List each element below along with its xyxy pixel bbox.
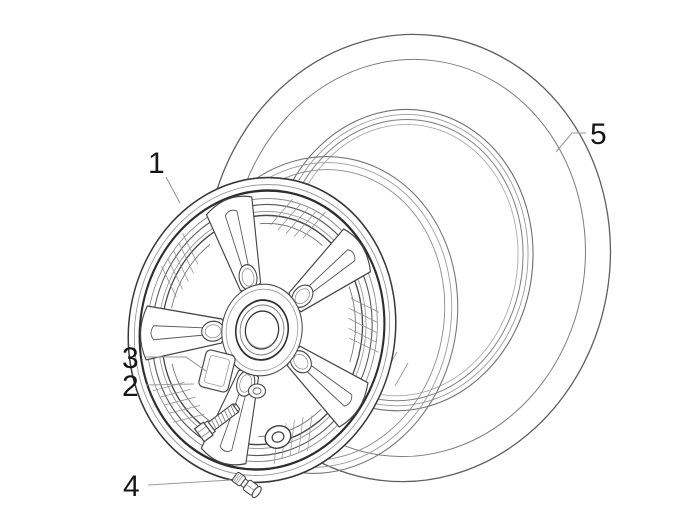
hub-plate-illustration: [198, 349, 236, 393]
spoke: [286, 345, 369, 428]
valve-bolt-illustration: [231, 471, 262, 499]
washer-illustration: [247, 383, 267, 399]
callout-label-1: 1: [148, 147, 165, 180]
spoke: [288, 228, 372, 313]
valve-boss-illustration: [264, 425, 292, 449]
callout-label-3: 3: [122, 342, 139, 375]
wheel-hub: [221, 283, 303, 377]
wheel-spokes: [139, 195, 372, 466]
callout-label-5: 5: [590, 118, 607, 151]
leader-line-1: [165, 176, 181, 204]
axle-bolt-illustration: [193, 403, 241, 443]
callout-labels: 1 3 2 4 5: [122, 118, 607, 503]
rim-opening-hatching: [152, 198, 380, 465]
leader-line-5: [555, 132, 586, 153]
leader-line-3: [146, 356, 207, 372]
spoke: [205, 195, 262, 292]
leader-line-2: [145, 383, 195, 386]
callout-label-4: 4: [123, 470, 140, 503]
leader-line-4: [147, 479, 232, 486]
leader-lines: [145, 132, 586, 486]
callout-label-2: 2: [122, 370, 139, 403]
wheel-rim-illustration: [127, 176, 397, 484]
